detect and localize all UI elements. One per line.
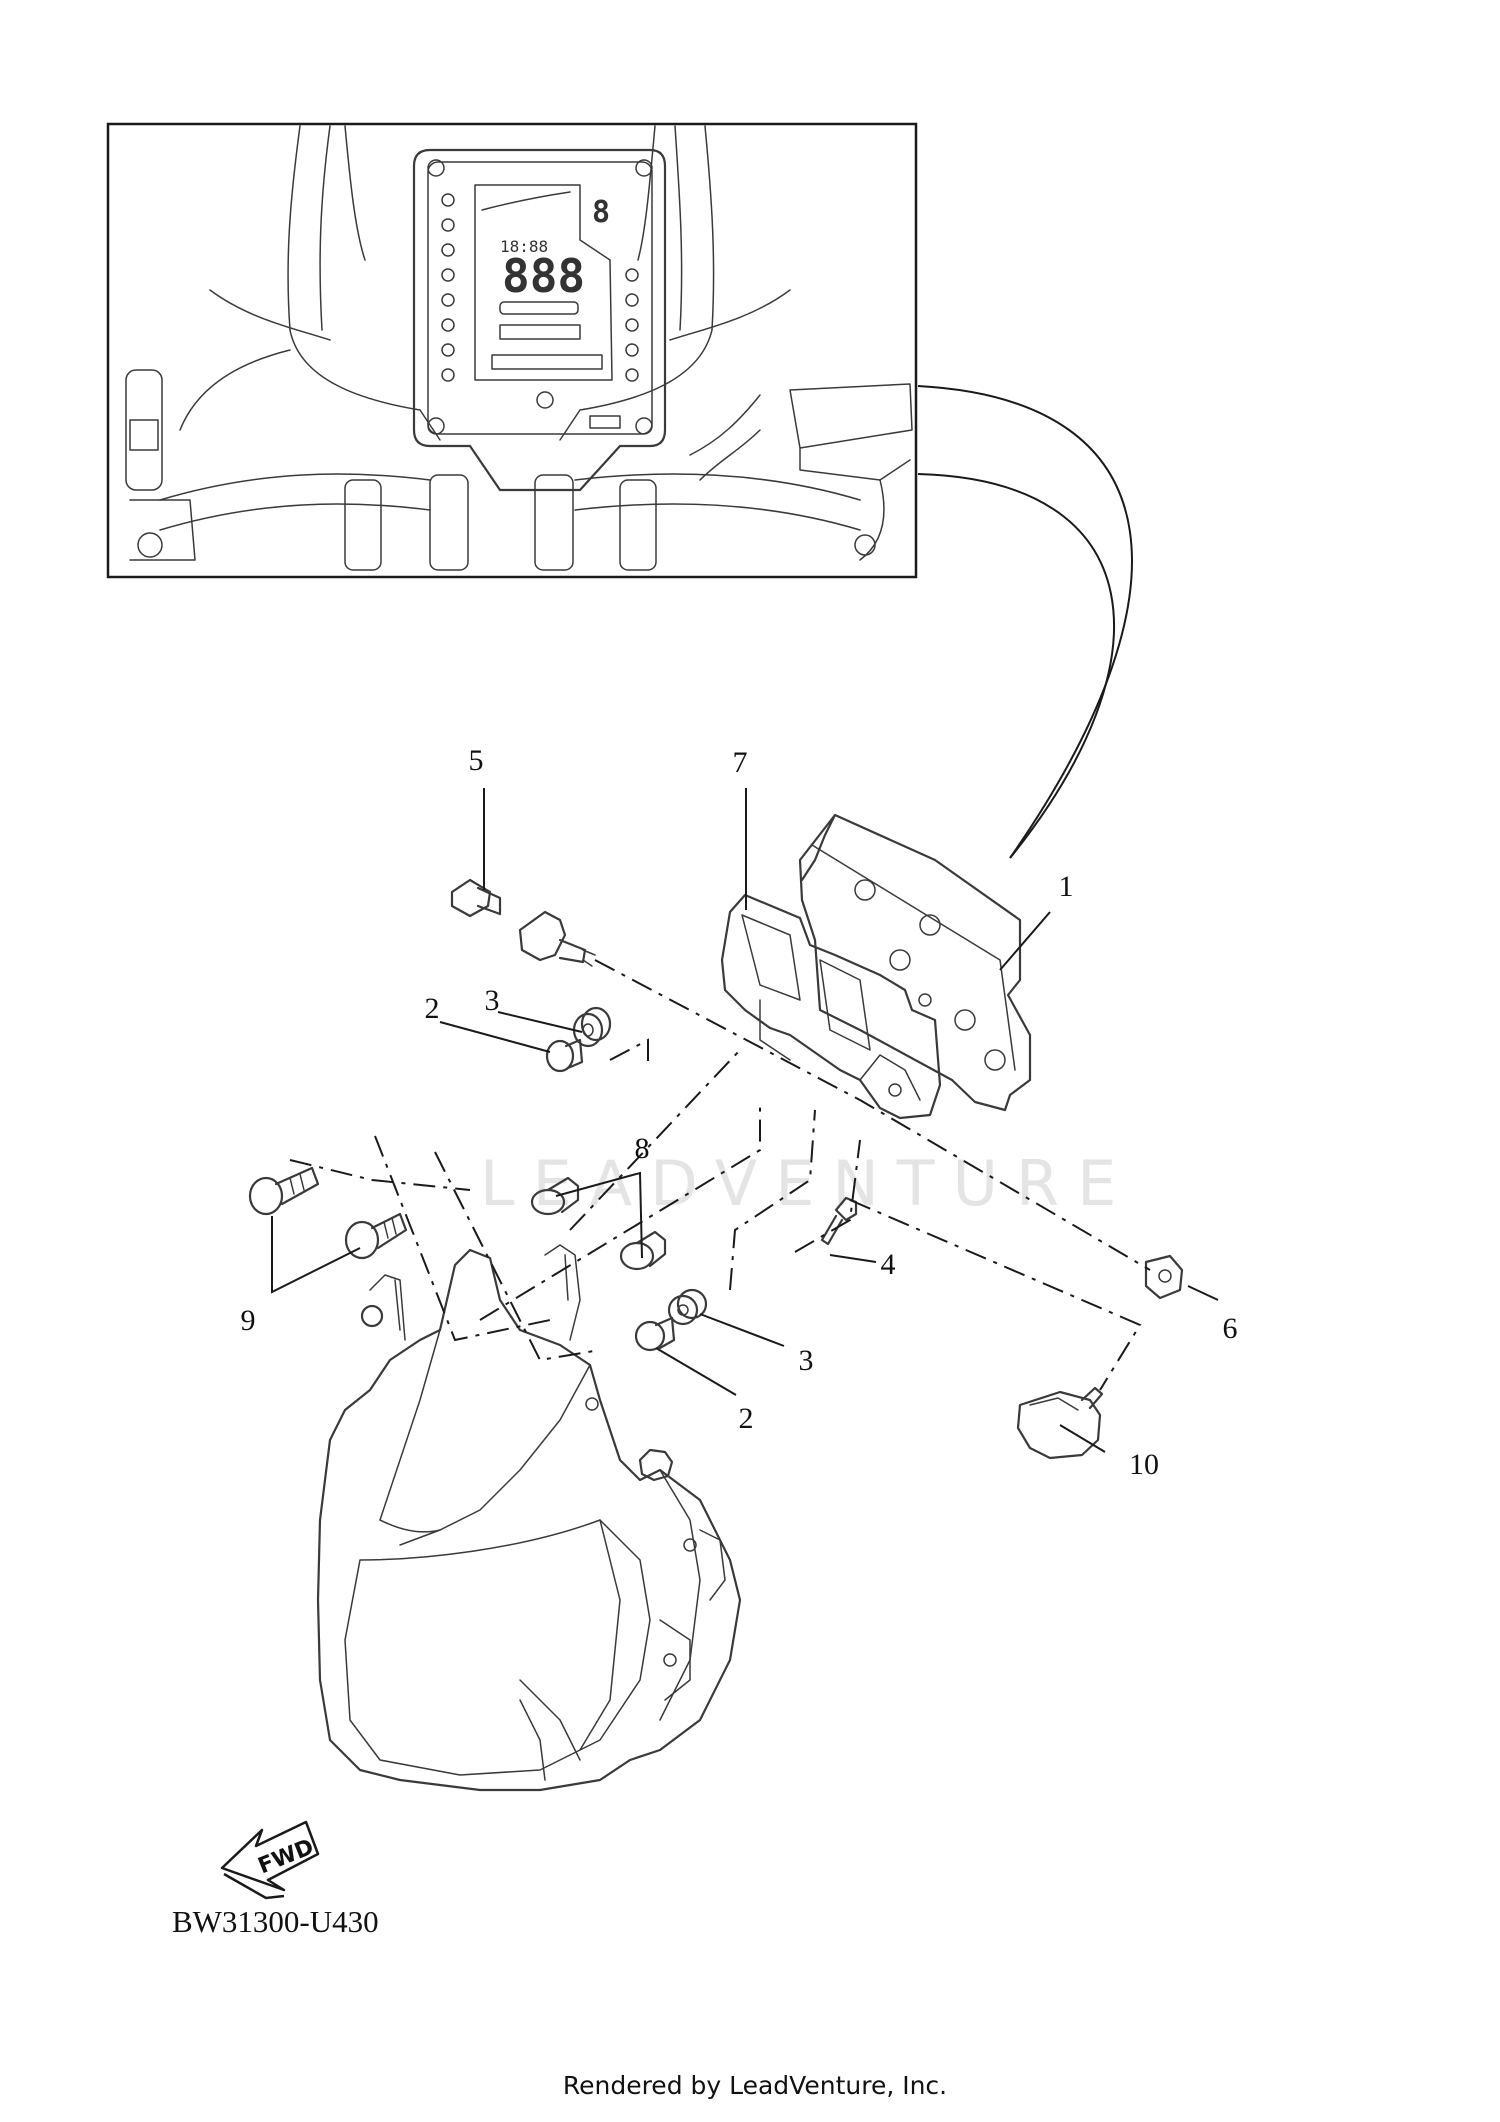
part-bolt-9-upper (248, 1166, 320, 1216)
part-connector (518, 910, 596, 967)
meter-gear-readout: 8 (592, 195, 610, 230)
callout-8: 8 (635, 1132, 650, 1165)
part-nut-6 (1144, 1254, 1184, 1300)
callout-4: 4 (881, 1248, 896, 1281)
part-damper-8-upper (530, 1176, 580, 1216)
footer-credit: Rendered by LeadVenture, Inc. (563, 2071, 947, 2100)
meter-indicator-lamps-right (625, 268, 639, 382)
callout-10: 10 (1129, 1448, 1159, 1481)
part-damper-8-lower (619, 1230, 667, 1271)
watermark-text: LEADVENTURE (480, 1147, 1134, 1220)
assembly-lines (289, 959, 1151, 1391)
meter-indicator-lamps-left (441, 193, 455, 382)
part-cover-10 (1016, 1386, 1104, 1460)
part-screw-2-lower (634, 1316, 676, 1352)
part-bolt-9-lower (344, 1212, 408, 1260)
callout-3-lower: 3 (799, 1344, 814, 1377)
part-screw-2-upper (545, 1038, 584, 1073)
part-meter-assembly (798, 813, 1032, 1112)
part-headlight-cowling (316, 1244, 742, 1792)
callout-7: 7 (733, 746, 748, 779)
callout-5: 5 (469, 744, 484, 777)
fwd-arrow-icon: FWD (220, 1820, 320, 1900)
inset-pointer-curve-2 (917, 473, 1115, 859)
part-screw-5 (450, 878, 502, 918)
inset-pointer-curve (917, 385, 1133, 859)
callout-6: 6 (1223, 1312, 1238, 1345)
part-meter-bracket (720, 893, 942, 1120)
callout-2-lower: 2 (739, 1402, 754, 1435)
callout-3-upper: 3 (485, 984, 500, 1017)
leader-lines (271, 788, 1219, 1453)
meter-main-digits: 888 (502, 249, 585, 303)
callout-2-upper: 2 (425, 992, 440, 1025)
part-damper-3-lower (667, 1288, 708, 1326)
diagram-code: BW31300-U430 (172, 1904, 379, 1939)
part-screw-4 (820, 1196, 858, 1246)
callout-9: 9 (241, 1304, 256, 1337)
meter-clock-readout: 18:88 (500, 237, 548, 256)
inset-view: 18:88 888 8 (106, 122, 918, 579)
callout-1: 1 (1059, 870, 1074, 903)
